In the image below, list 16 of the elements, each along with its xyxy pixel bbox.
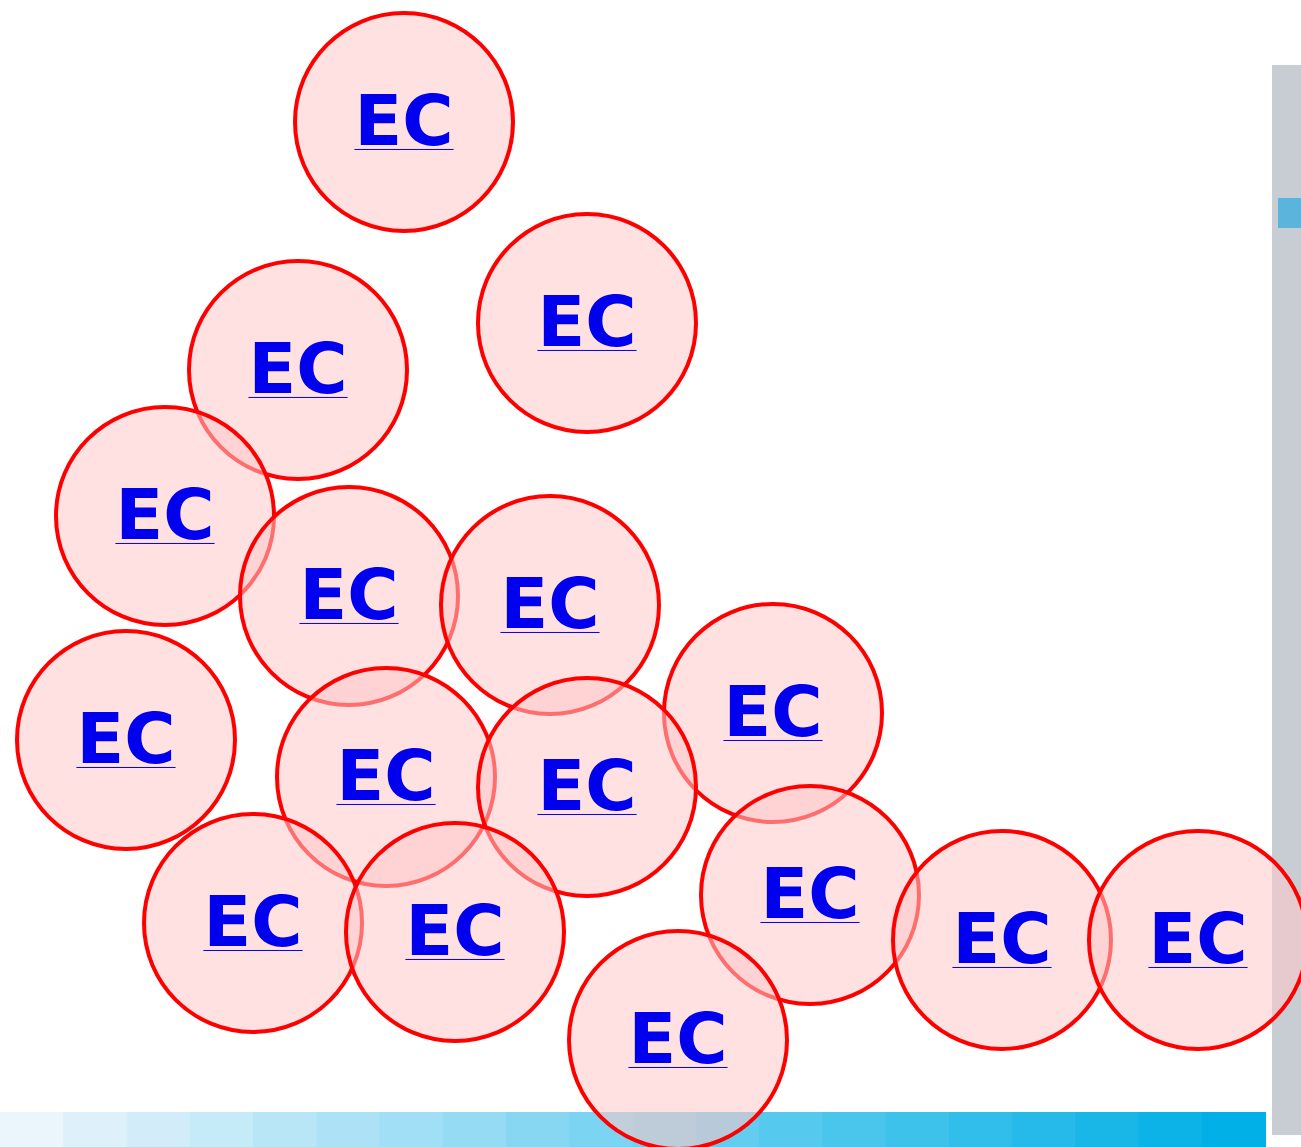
circle-node: EC — [187, 259, 409, 481]
circle-node: EC — [699, 784, 921, 1006]
circle-node: EC — [15, 629, 237, 851]
circle-node: EC — [476, 212, 698, 434]
circle-node: EC — [662, 602, 884, 824]
circle-node: EC — [54, 405, 276, 627]
circle-node: EC — [476, 676, 698, 898]
circle-node: EC — [439, 494, 661, 716]
circle-node: EC — [293, 11, 515, 233]
circle-node: EC — [238, 485, 460, 707]
circle-node: EC — [344, 821, 566, 1043]
circle-node: EC — [891, 829, 1113, 1051]
circle-node: EC — [1087, 829, 1301, 1051]
circle-node: EC — [142, 812, 364, 1034]
circle-node: EC — [275, 666, 497, 888]
circle-node: EC — [567, 929, 789, 1147]
